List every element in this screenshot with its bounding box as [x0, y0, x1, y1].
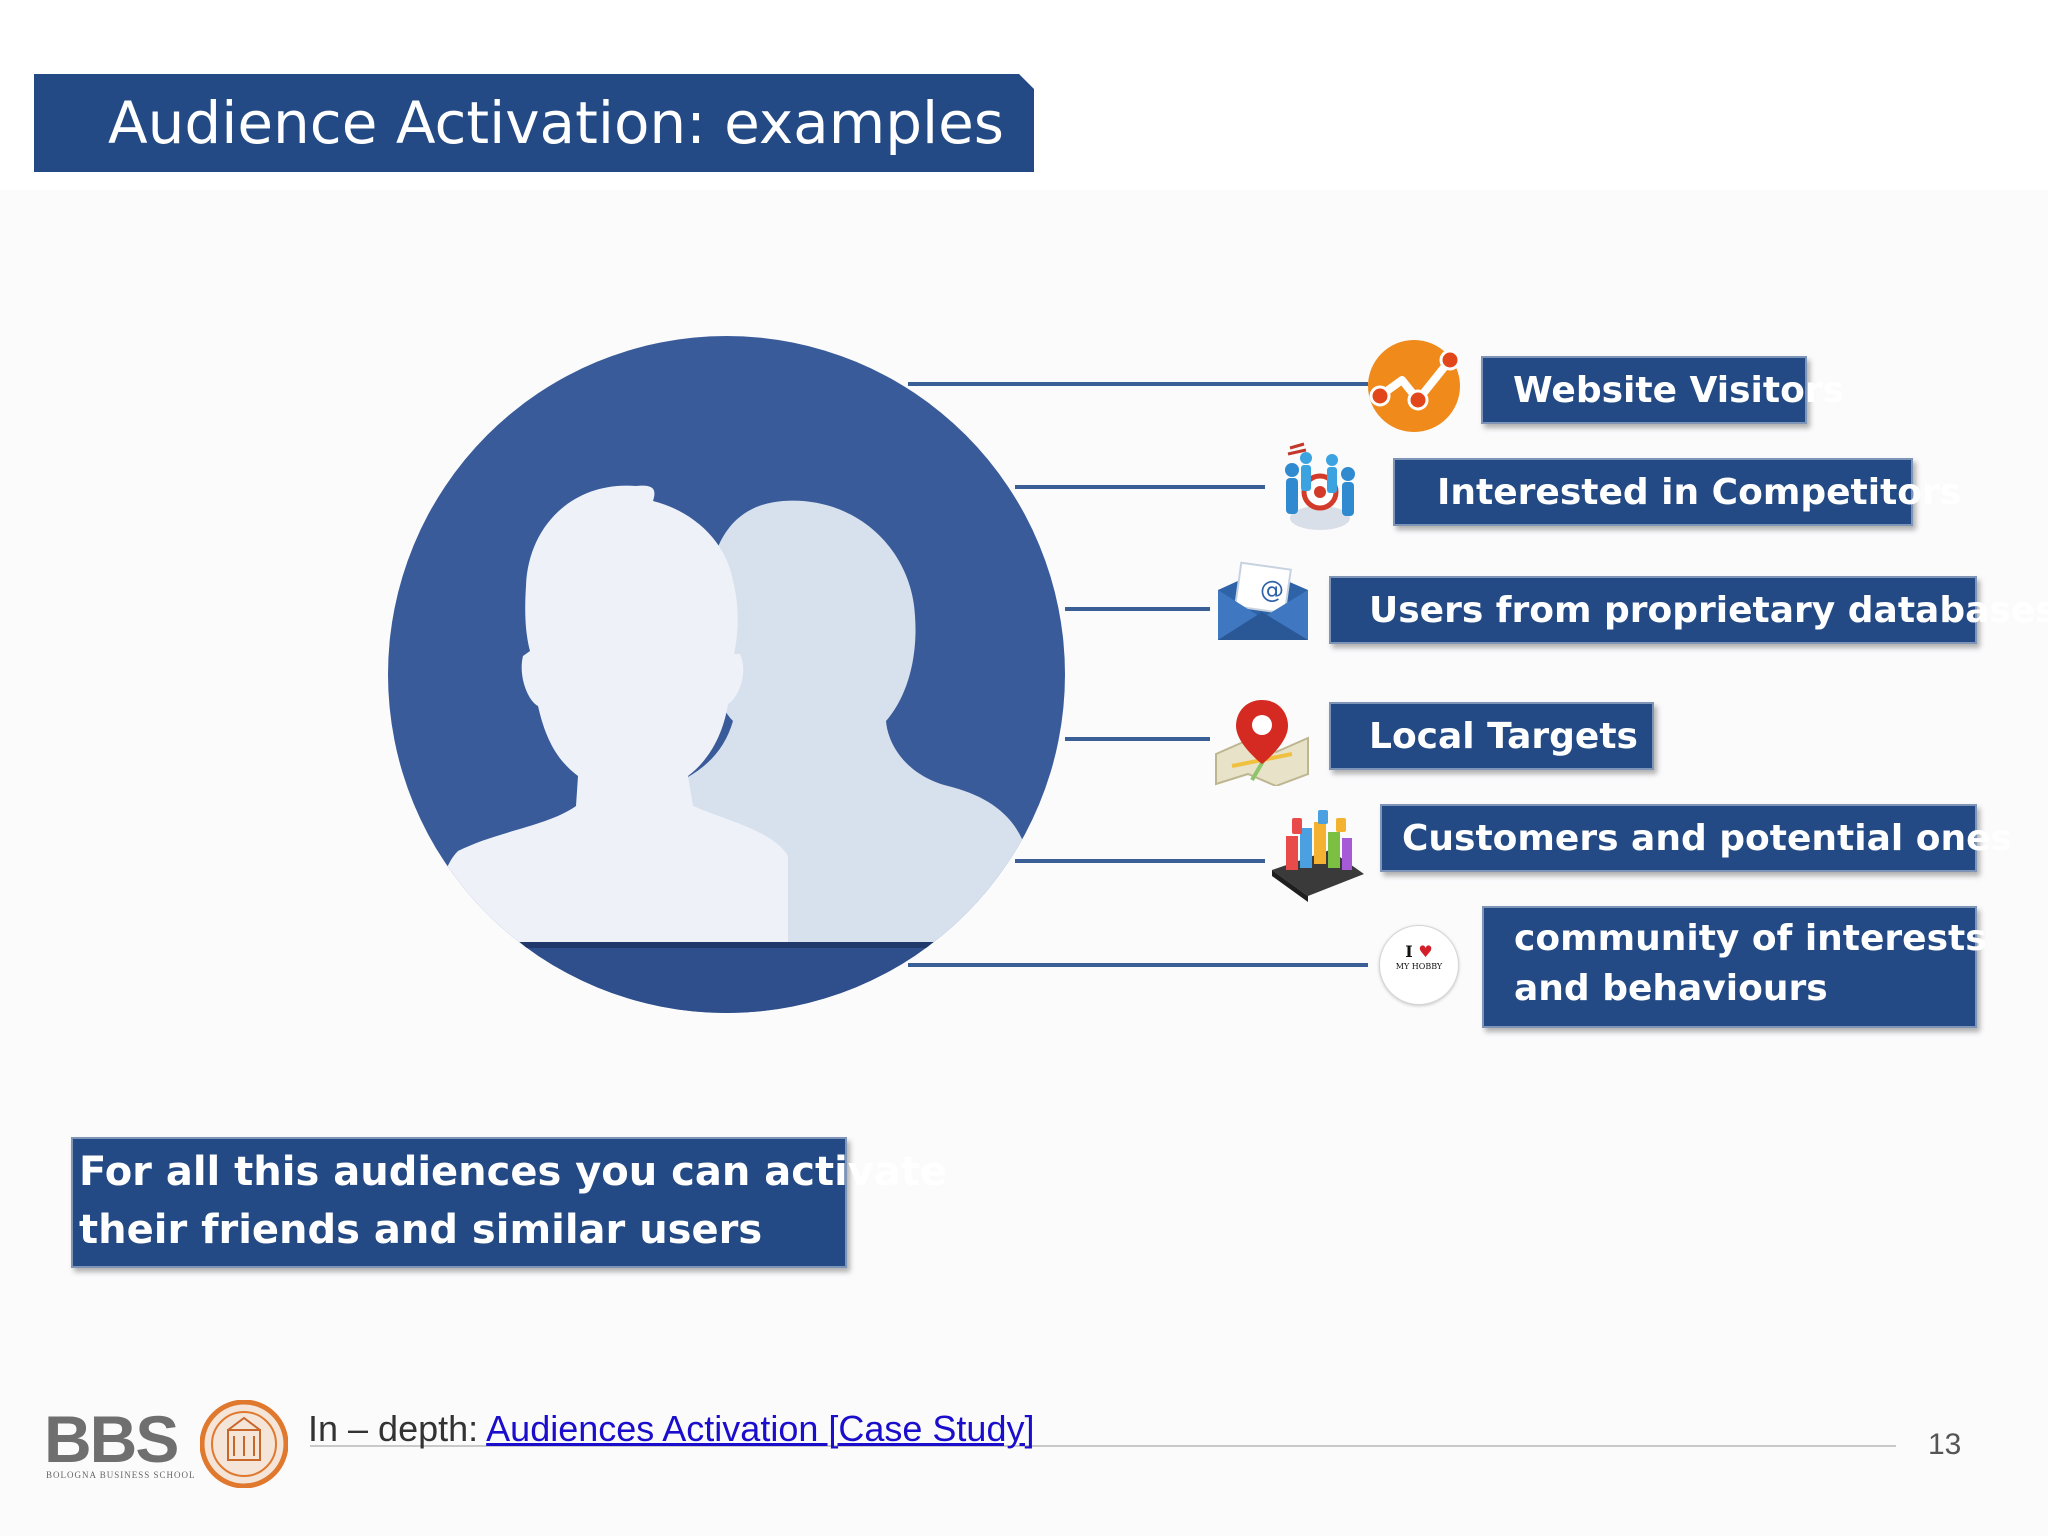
footer-prefix: In – depth:	[308, 1408, 487, 1449]
people-silhouette-icon	[388, 485, 1065, 1013]
bbs-logo: BBS	[44, 1402, 179, 1476]
map-pin-icon	[1215, 700, 1309, 786]
audience-label-competitors: Interested in Competitors	[1393, 458, 1962, 526]
audience-circle	[388, 336, 1065, 1013]
university-seal-icon	[200, 1400, 288, 1488]
hobby-icon-i: I	[1405, 942, 1413, 961]
label-text: Interested in Competitors	[1437, 472, 1962, 513]
connector-line-website-visitors	[908, 382, 1368, 386]
connector-line-competitors	[1015, 485, 1265, 489]
slide-title: Audience Activation: examples	[108, 89, 1005, 157]
audience-label-community: community of interests and behaviours	[1482, 906, 1987, 1028]
connector-line-community	[908, 963, 1368, 967]
callout-box: For all this audiences you can activate …	[71, 1137, 948, 1268]
heart-icon: ♥	[1418, 942, 1433, 961]
target-people-icon	[1285, 442, 1355, 530]
connector-line-databases	[1065, 607, 1210, 611]
callout-line-2: their friends and similar users	[79, 1207, 763, 1253]
label-text-line-1: community of interests	[1514, 918, 1987, 959]
callout-line-1: For all this audiences you can activate	[79, 1149, 948, 1195]
label-text: Customers and potential ones	[1402, 818, 2012, 859]
case-study-link[interactable]: Audiences Activation [Case Study]	[486, 1408, 1035, 1449]
i-love-hobby-icon: I ♥ MY HOBBY	[1379, 925, 1459, 1005]
page-number: 13	[1928, 1428, 1962, 1461]
audience-label-website-visitors: Website Visitors	[1481, 356, 1844, 424]
svg-text:@: @	[1260, 576, 1284, 604]
label-text: Website Visitors	[1513, 370, 1844, 411]
label-text-line-2: and behaviours	[1514, 968, 1828, 1009]
footer-divider	[310, 1445, 1896, 1447]
shopping-city-icon	[1272, 810, 1364, 902]
email-envelope-icon: @	[1218, 561, 1308, 640]
hobby-icon-caption: MY HOBBY	[1395, 962, 1443, 971]
audience-label-customers: Customers and potential ones	[1380, 804, 2012, 872]
title-banner: Audience Activation: examples	[34, 74, 1034, 172]
analytics-chart-icon	[1368, 340, 1461, 432]
label-text: Local Targets	[1369, 716, 1638, 757]
bbs-logo-subtitle: BOLOGNA BUSINESS SCHOOL	[46, 1470, 196, 1480]
footer-reference: In – depth: Audiences Activation [Case S…	[308, 1405, 1034, 1453]
connector-line-customers	[1015, 859, 1265, 863]
label-text: Users from proprietary databases	[1369, 590, 2048, 631]
connector-line-local-targets	[1065, 737, 1210, 741]
audience-label-local-targets: Local Targets	[1329, 702, 1654, 770]
audience-label-databases: Users from proprietary databases	[1329, 576, 2048, 644]
